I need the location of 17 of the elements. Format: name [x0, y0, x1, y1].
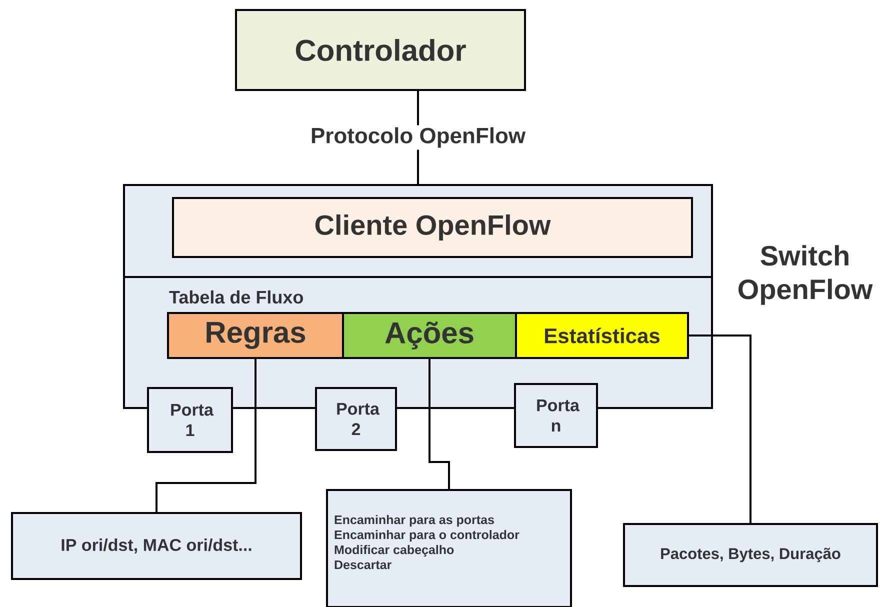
port-box: Porta 2 — [315, 387, 397, 451]
connector-line — [428, 359, 450, 489]
match-fields-box: IP ori/dst, MAC ori/dst... — [11, 512, 302, 580]
controller-box: Controlador — [235, 9, 526, 91]
actions-list-box: Encaminhar para as portas Encaminhar para o controlador Modificar cabeçalho Descartar — [326, 489, 572, 607]
statistics-cell: Estatísticas — [515, 312, 689, 359]
section-heading: Tabela de Fluxo — [169, 290, 303, 304]
port-box: Porta 1 — [147, 387, 233, 453]
connector-line — [689, 334, 752, 523]
edge-label: Protocolo OpenFlow — [308, 125, 528, 150]
rules-cell: Regras — [167, 312, 344, 359]
node-label: Switch OpenFlow — [738, 245, 873, 305]
connector-line — [156, 359, 256, 512]
counters-box: Pacotes, Bytes, Duração — [623, 523, 878, 587]
client-box: Cliente OpenFlow — [172, 197, 693, 258]
actions-cell: Ações — [342, 312, 517, 359]
port-box: Porta n — [514, 383, 598, 448]
